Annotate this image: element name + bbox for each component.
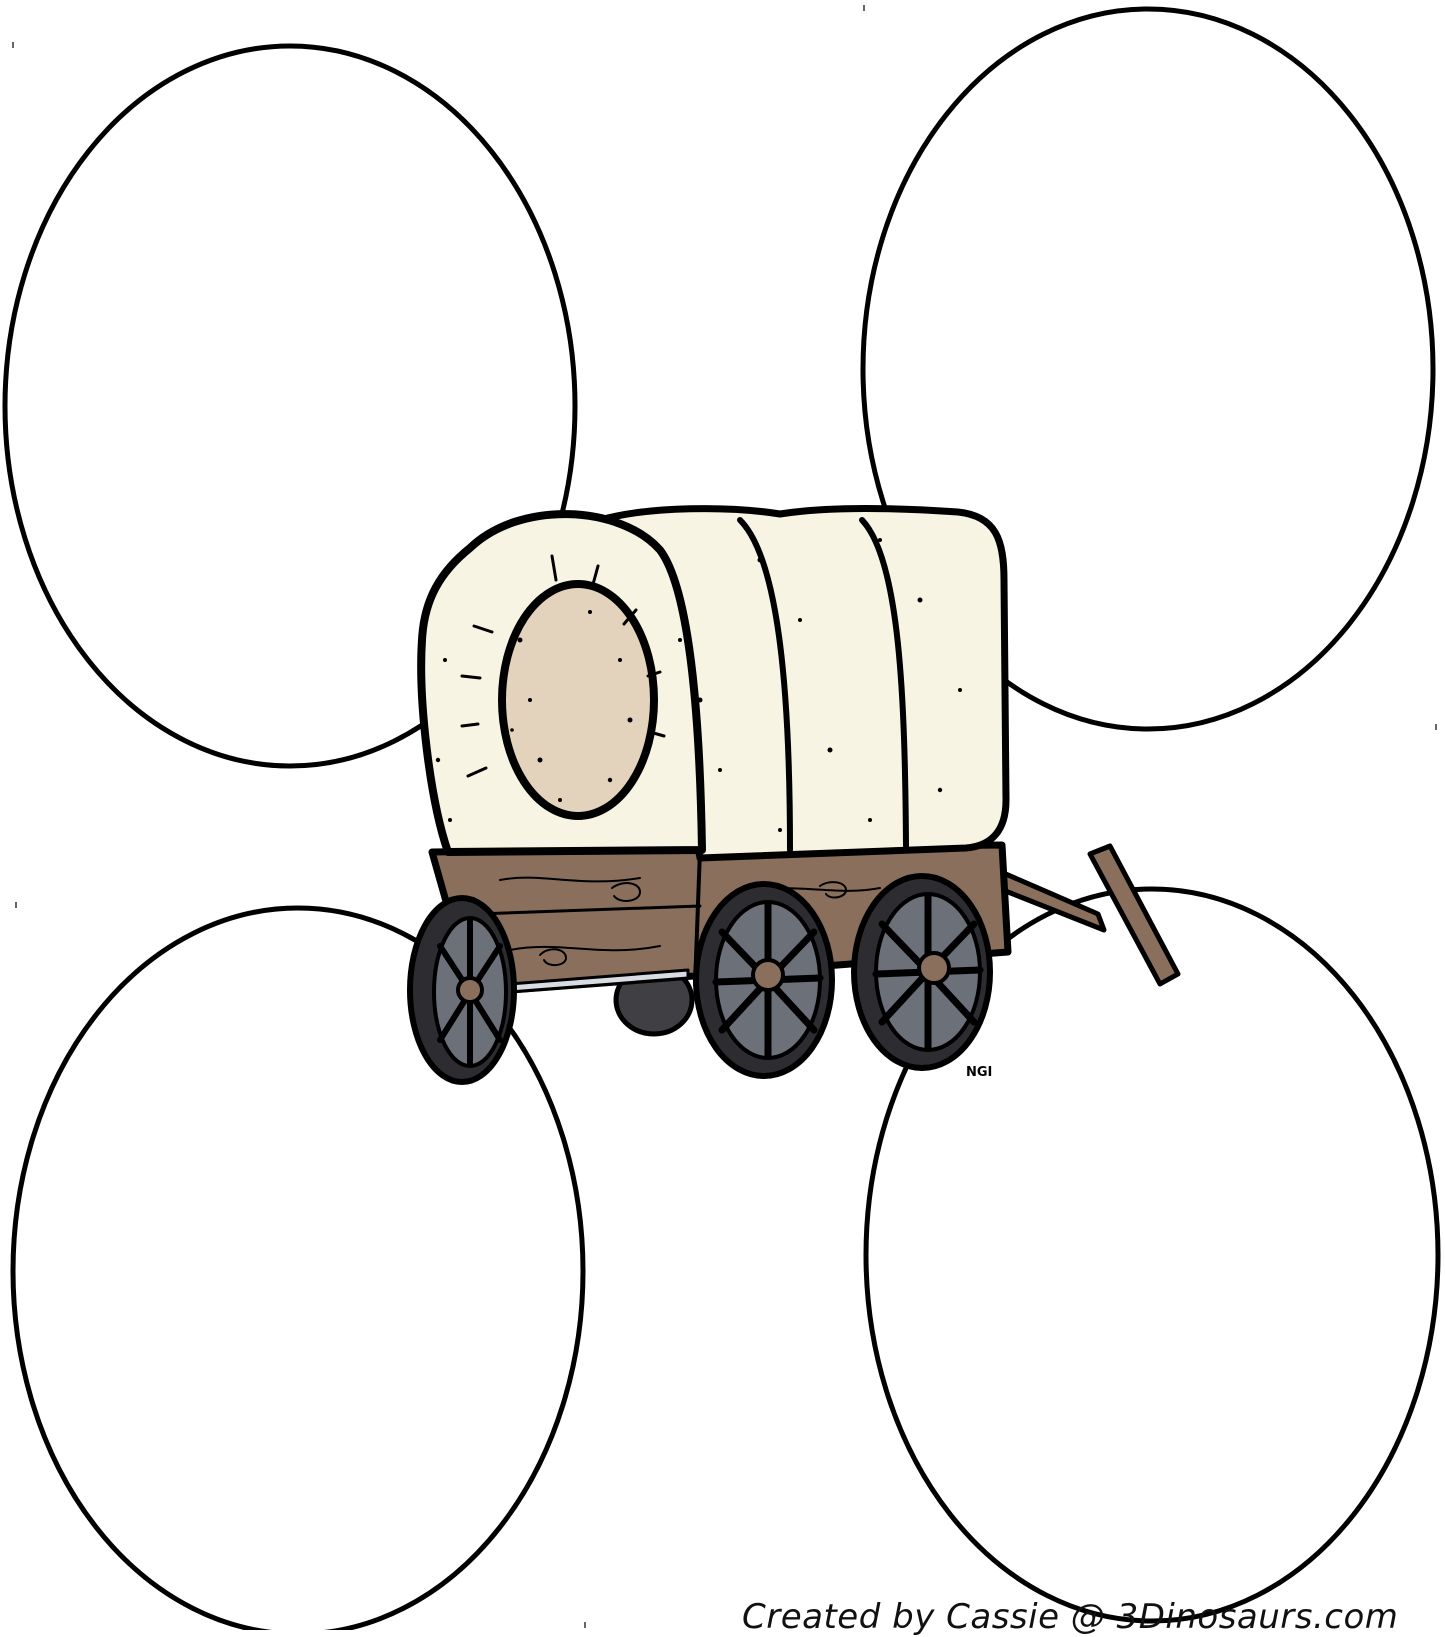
wheel-front-left bbox=[410, 898, 514, 1082]
wheel-middle bbox=[696, 884, 832, 1076]
wheel-right bbox=[854, 876, 990, 1068]
credit-text: Created by Cassie @ 3Dinosaurs.com bbox=[742, 1597, 1398, 1637]
artist-mark: NGI bbox=[966, 1065, 992, 1080]
